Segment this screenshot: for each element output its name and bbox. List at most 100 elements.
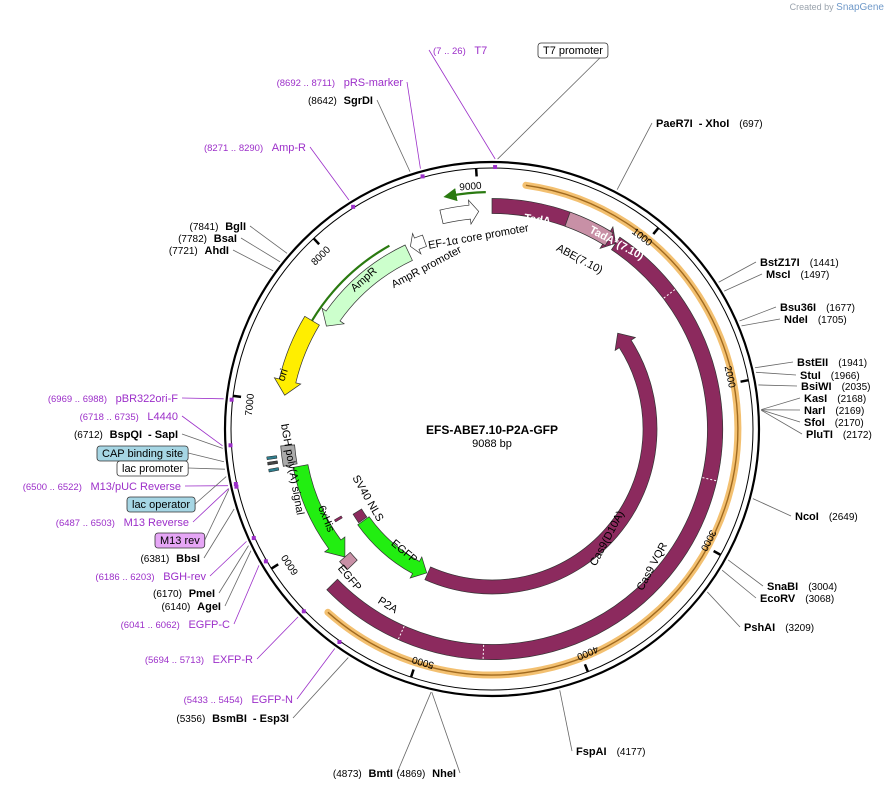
enzyme-label-0: PaeR7I- XhoI(697) bbox=[656, 118, 763, 130]
enzyme-leader bbox=[761, 410, 803, 435]
backbone-inner bbox=[230, 167, 754, 691]
primer-mark bbox=[229, 397, 234, 402]
primer-leader bbox=[181, 415, 223, 447]
box-lac-operator: lac operator bbox=[126, 496, 196, 513]
enzyme-label-11: PluTI(2172) bbox=[806, 429, 872, 441]
box-lac-promoter-text: lac promoter bbox=[122, 463, 183, 475]
enzyme-leader bbox=[292, 657, 349, 719]
tick-mark-5000 bbox=[409, 669, 415, 678]
primer-mark bbox=[493, 165, 498, 170]
sv40-nls-box bbox=[352, 508, 368, 524]
lac-mark-0 bbox=[266, 455, 278, 460]
box-lac-operator-text: lac operator bbox=[132, 499, 190, 511]
enzyme-label-9: NarI(2169) bbox=[804, 405, 864, 417]
enzyme-leader bbox=[723, 273, 763, 292]
tick-label: 6000 bbox=[279, 552, 301, 577]
primer-mark bbox=[263, 559, 268, 564]
enzyme-leader bbox=[718, 261, 757, 283]
enzyme-label-3: Bsu36I(1677) bbox=[780, 302, 855, 314]
primer-mark bbox=[420, 174, 425, 179]
box-t7-promoter-leader bbox=[497, 49, 609, 160]
enzyme-label-5: BstEII(1941) bbox=[797, 357, 867, 369]
ampr-arrow bbox=[321, 244, 413, 327]
primer-mark bbox=[234, 484, 239, 489]
primer-label-8: (6041 .. 6062) EGFP-C bbox=[121, 619, 230, 631]
enzyme-leader bbox=[727, 559, 764, 587]
tick-label: 7000 bbox=[244, 393, 257, 417]
enzyme-leader bbox=[758, 384, 798, 387]
enzyme-label-2: (7782) BsaI bbox=[178, 233, 237, 245]
primer-leader bbox=[209, 541, 247, 577]
plasmid-length: 9088 bp bbox=[472, 438, 512, 450]
enzyme-label-5: (6381) BbsI bbox=[140, 553, 200, 565]
primer-label-2: (8271 .. 8290) Amp-R bbox=[204, 142, 306, 154]
enzyme-label-10: (4869) NheI bbox=[396, 768, 456, 780]
enzyme-leader bbox=[707, 591, 741, 628]
enzyme-label-7: (6140) AgeI bbox=[161, 601, 221, 613]
primer-label-10: (5433 .. 5454) EGFP-N bbox=[184, 694, 293, 706]
feature-label-ori: ori bbox=[276, 367, 291, 382]
tick-label: 8000 bbox=[309, 244, 333, 268]
primer-leader bbox=[406, 81, 421, 169]
enzyme-label-15: PshAI(3209) bbox=[744, 622, 814, 634]
enzyme-leader bbox=[754, 361, 794, 369]
enzyme-label-8: (5356) BsmBI- Esp3I bbox=[176, 713, 289, 725]
primer-leader bbox=[296, 648, 336, 700]
cas9-vqr-arrow bbox=[326, 236, 724, 660]
tick-label: 9000 bbox=[459, 181, 483, 194]
enzyme-label-1: BstZ17I(1441) bbox=[760, 257, 839, 269]
enzyme-label-13: SnaBI(3004) bbox=[767, 581, 837, 593]
enzyme-leader bbox=[431, 692, 461, 774]
box-m13-rev-text: M13 rev bbox=[160, 535, 200, 547]
primer-leader bbox=[192, 488, 229, 523]
enzyme-leader bbox=[218, 545, 249, 594]
primer-label-5: (6500 .. 6522) M13/pUC Reverse bbox=[23, 481, 181, 493]
snapgene-credit: Created by SnapGene bbox=[790, 2, 884, 13]
tick-label: 4000 bbox=[575, 643, 600, 662]
feature-label-abe: ABE(7.10) bbox=[554, 242, 604, 276]
primer-leader bbox=[428, 49, 496, 160]
primer-label-3: (6969 .. 6988) pBR322ori-F bbox=[48, 393, 178, 405]
enzyme-label-6: (6170) PmeI bbox=[153, 588, 215, 600]
tick-mark-2000 bbox=[740, 378, 749, 383]
primer-leader bbox=[181, 397, 224, 400]
enzyme-label-14: EcoRV(3068) bbox=[760, 593, 834, 605]
plasmid-name: EFS-ABE7.10-P2A-GFP bbox=[426, 423, 558, 437]
enzyme-leader bbox=[203, 508, 235, 559]
primer-leader bbox=[309, 146, 350, 201]
ampr-promoter-arrow bbox=[410, 232, 427, 255]
primer-label-7: (6186 .. 6203) BGH-rev bbox=[95, 571, 206, 583]
feature-label-cas9-d10a: Cas9(D10A) bbox=[588, 509, 627, 568]
box-t7-promoter-text: T7 promoter bbox=[543, 45, 603, 57]
tada-star-box bbox=[564, 211, 614, 247]
orf-arc-ef1a bbox=[443, 188, 486, 202]
enzyme-leader bbox=[240, 237, 281, 263]
enzyme-leader bbox=[755, 371, 797, 376]
primer-mark bbox=[233, 482, 238, 487]
tick-label: 5000 bbox=[411, 653, 436, 670]
tick-mark-1000 bbox=[652, 227, 660, 235]
enzyme-leader bbox=[739, 306, 777, 322]
enzyme-label-2: MscI(1497) bbox=[766, 269, 829, 281]
primer-mark bbox=[351, 204, 356, 209]
primer-mark bbox=[337, 640, 342, 645]
primer-label-9: (5694 .. 5713) EXFP-R bbox=[145, 654, 253, 666]
enzyme-leader bbox=[376, 99, 411, 172]
primer-label-0: (7 .. 26) T7 bbox=[433, 45, 487, 57]
enzyme-label-0: (8642) SgrDI bbox=[308, 95, 373, 107]
abe-arrow bbox=[491, 198, 616, 250]
tick-mark-3000 bbox=[713, 549, 722, 556]
feature-label-tada: TadA bbox=[523, 212, 551, 228]
enzyme-leader bbox=[224, 550, 252, 607]
enzyme-leader bbox=[616, 122, 653, 190]
primer-mark bbox=[228, 443, 233, 448]
box-lac-promoter: lac promoter bbox=[116, 460, 189, 477]
box-m13-rev: M13 rev bbox=[154, 532, 206, 549]
enzyme-leader bbox=[396, 691, 432, 774]
enzyme-leader bbox=[721, 569, 757, 599]
egfp-inner-arrow bbox=[357, 516, 428, 579]
enzyme-leader bbox=[559, 690, 573, 752]
credit-brand: SnapGene bbox=[836, 2, 884, 13]
box-lac-promoter-leader bbox=[188, 467, 226, 470]
